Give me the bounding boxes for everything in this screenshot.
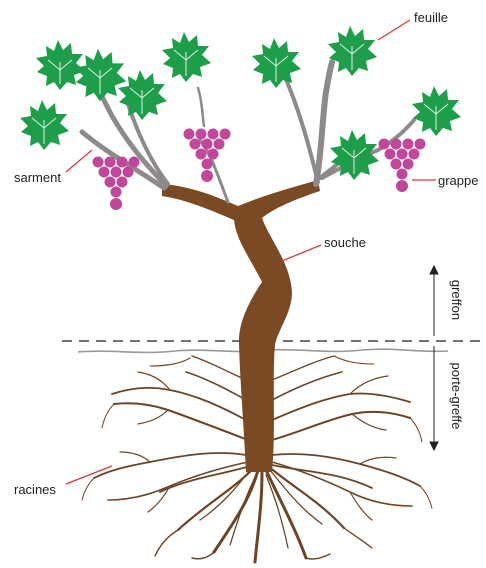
pointer-feuille [378,20,410,40]
label-feuille: feuille [414,10,448,25]
label-grappe: grappe [438,173,478,188]
label-racines: racines [14,482,56,497]
leaves [20,26,461,180]
pointer-sarment [66,150,92,172]
pointer-souche [282,245,321,261]
label-greffon: greffon [449,280,464,320]
grape-cluster [93,157,140,211]
pointer-racines [66,466,112,484]
grape-cluster [379,139,426,193]
label-porte-greffe: porte-greffe [449,363,464,430]
label-souche: souche [324,235,366,250]
grape-cluster [184,129,231,183]
arrow-porte-greffe-head [430,442,438,450]
arrow-greffon-head [430,266,438,274]
leaf [75,49,126,101]
trunk [162,180,320,472]
label-sarment: sarment [14,170,61,185]
section-arrows [430,266,438,450]
